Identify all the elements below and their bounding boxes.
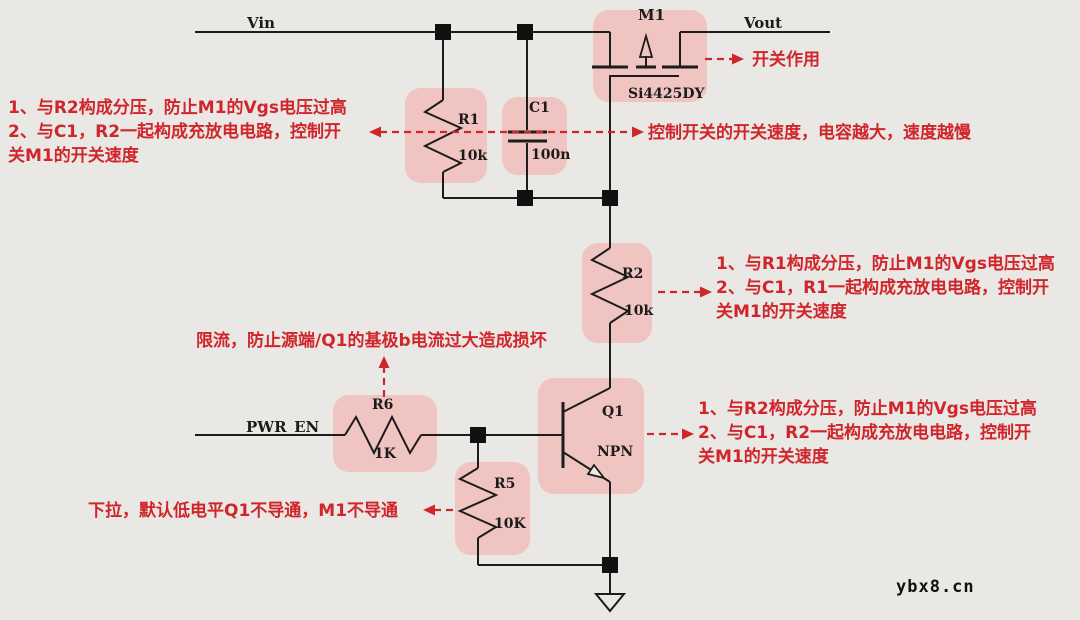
annotation-q1-line3: 关M1的开关速度 [698, 447, 829, 467]
junction-dots [435, 24, 618, 573]
highlight-box-c1 [502, 97, 567, 175]
body-diode-arrow [638, 32, 654, 58]
net-label-vin: Vin [247, 14, 275, 32]
r5-value: 10K [494, 516, 526, 532]
r1-ref: R1 [458, 112, 480, 128]
emitter-arrow [586, 463, 607, 480]
annotation-r1-line1: 1、与R2构成分压，防止M1的Vgs电压过高 [8, 98, 347, 118]
net-label-vout: Vout [744, 14, 783, 32]
resistor-r6-symbol [344, 414, 422, 456]
annotation-q1-line2: 2、与C1，R2一起构成充放电电路，控制开 [698, 423, 1032, 443]
annotation-r1: 1、与R2构成分压，防止M1的Vgs电压过高 2、与C1，R2一起构成充放电电路… [8, 96, 347, 168]
m1-ref: M1 [638, 6, 666, 24]
annotation-r2: 1、与R1构成分压，防止M1的Vgs电压过高 2、与C1，R1一起构成充放电电路… [716, 252, 1055, 324]
c1-value: 100n [531, 147, 571, 163]
capacitor-c1-symbol [508, 130, 547, 143]
r2-value: 10k [624, 303, 654, 319]
r6-ref: R6 [372, 397, 394, 413]
resistor-r2-symbol [589, 247, 631, 324]
r5-ref: R5 [494, 476, 516, 492]
r1-value: 10k [458, 148, 488, 164]
annotation-r2-line1: 1、与R1构成分压，防止M1的Vgs电压过高 [716, 254, 1055, 274]
annotation-r1-line2: 2、与C1，R2一起构成充放电电路，控制开 [8, 122, 342, 142]
annotation-r2-line2: 2、与C1，R1一起构成充放电电路，控制开 [716, 278, 1050, 298]
r6-value: 1K [374, 446, 396, 462]
m1-part: Si4425DY [628, 86, 705, 102]
watermark: ybx8.cn [896, 577, 975, 597]
annotation-r2-line3: 关M1的开关速度 [716, 302, 847, 322]
annotation-c1: 控制开关的开关速度，电容越大，速度越慢 [648, 123, 971, 143]
annotation-arrowheads [369, 53, 744, 516]
q1-type: NPN [597, 444, 634, 460]
annotation-r6: 限流，防止源端/Q1的基极b电流过大造成损坏 [196, 331, 547, 351]
c1-ref: C1 [529, 100, 550, 116]
net-label-pwr-en: PWR_EN [246, 418, 320, 436]
annotation-r5: 下拉，默认低电平Q1不导通，M1不导通 [88, 501, 399, 521]
highlight-box-m1 [593, 10, 707, 102]
annotation-arrows [380, 57, 733, 512]
npn-q1-symbol [561, 387, 611, 483]
mosfet-m1-symbol [592, 32, 698, 77]
r2-ref: R2 [622, 266, 644, 282]
highlight-box-r6 [333, 395, 437, 472]
annotation-r1-line3: 关M1的开关速度 [8, 146, 139, 166]
annotation-q1: 1、与R2构成分压，防止M1的Vgs电压过高 2、与C1，R2一起构成充放电电路… [698, 397, 1037, 469]
wires [195, 31, 830, 593]
annotation-q1-line1: 1、与R2构成分压，防止M1的Vgs电压过高 [698, 399, 1037, 419]
resistor-r5-symbol [457, 467, 499, 539]
annotation-m1: 开关作用 [752, 50, 820, 70]
ground-symbol [593, 593, 627, 613]
q1-ref: Q1 [602, 404, 624, 420]
resistor-r1-symbol [422, 99, 464, 173]
